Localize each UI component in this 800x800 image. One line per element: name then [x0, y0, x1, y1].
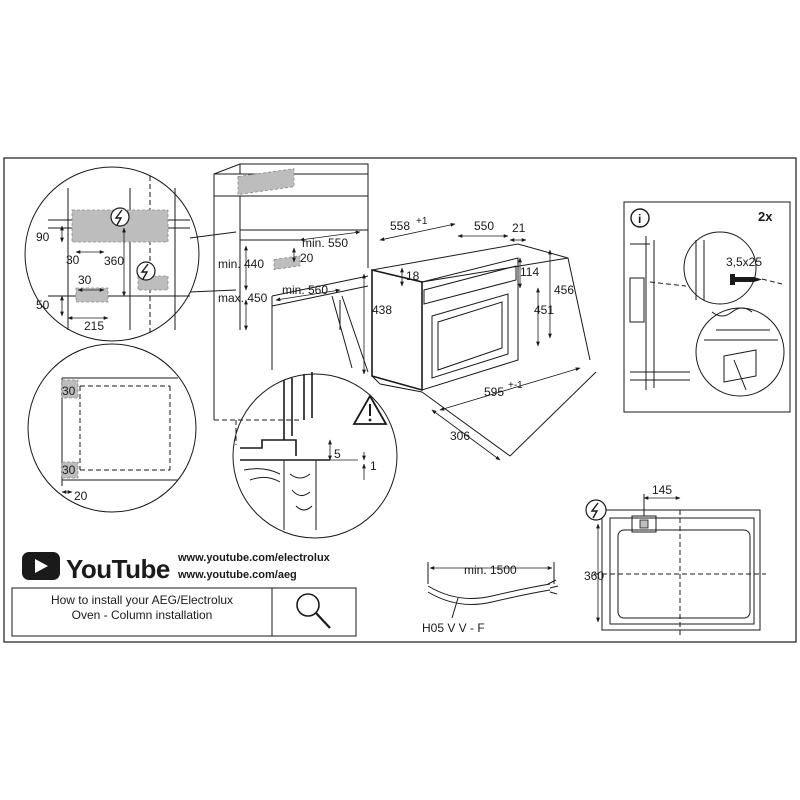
dim-max-450: max. 450: [218, 291, 268, 305]
youtube-wordmark: YouTube: [66, 554, 170, 584]
cabinet-detail: 90 30 360 30 50 215: [24, 166, 200, 342]
dim-558-tolerance: +1: [416, 216, 428, 227]
electric-hazard-icon: [585, 499, 607, 521]
youtube-logo[interactable]: YouTube: [22, 552, 170, 584]
dim-min-550: min. 550: [302, 236, 348, 250]
dim-215: 215: [84, 319, 104, 333]
dim-20-side: 20: [74, 489, 88, 503]
cable-type: H05 V V - F: [422, 621, 485, 635]
dim-595: 595: [484, 385, 504, 399]
info-icon: i: [630, 208, 650, 228]
search-text-line1: How to install your AEG/Electrolux: [51, 593, 233, 607]
search-text-line2: Oven - Column installation: [72, 608, 213, 622]
cable-drawing: min. 1500 H05 V V - F: [422, 562, 559, 635]
youtube-url-electrolux[interactable]: www.youtube.com/electrolux: [177, 552, 331, 564]
dim-30-a: 30: [66, 253, 80, 267]
dim-451: 451: [534, 303, 554, 317]
svg-text:i: i: [638, 212, 641, 226]
youtube-block: YouTube www.youtube.com/electrolux www.y…: [11, 552, 357, 637]
electric-hazard-icon: [110, 207, 130, 227]
dim-114: 114: [520, 265, 539, 279]
dim-21: 21: [512, 221, 526, 235]
warning-triangle-icon: [352, 394, 388, 425]
gap-detail: 5 1: [232, 372, 398, 539]
dim-5: 5: [334, 447, 341, 461]
oven-drawing: [371, 243, 569, 393]
side-detail: 30 30 20: [27, 343, 197, 513]
dim-30-b: 30: [78, 273, 92, 287]
dim-50: 50: [36, 298, 50, 312]
dim-min-440: min. 440: [218, 257, 264, 271]
dim-558: 558: [390, 219, 410, 233]
dim-90: 90: [36, 230, 50, 244]
electric-hazard-icon: [136, 261, 156, 281]
magnifier-icon[interactable]: [296, 593, 331, 629]
dim-min-560: min. 560: [282, 283, 328, 297]
dim-20: 20: [300, 251, 314, 265]
youtube-url-aeg[interactable]: www.youtube.com/aeg: [177, 569, 297, 581]
dim-18: 18: [406, 269, 420, 283]
dim-360-socket: 360: [584, 569, 604, 583]
cable-min-length: min. 1500: [464, 563, 517, 577]
sheet-frame: [3, 157, 797, 643]
column-unit: min. 440 20 min. 550 max. 450 min. 560: [213, 163, 369, 445]
dim-30-top: 30: [62, 384, 76, 398]
dim-145: 145: [652, 483, 672, 497]
dim-306: 306: [450, 429, 470, 443]
dim-360: 360: [104, 254, 124, 268]
screw-panel: i 2x 3,5x25: [623, 201, 791, 413]
dim-438: 438: [372, 303, 392, 317]
screw-count: 2x: [758, 209, 773, 224]
dim-595-tolerance: +-1: [508, 380, 523, 391]
oven-dimensions: 558 +1 550 21 18 114 456 438 451 595 +-1…: [362, 216, 597, 461]
dim-1: 1: [370, 459, 377, 473]
dim-550: 550: [474, 219, 494, 233]
dim-30-bottom: 30: [62, 463, 76, 477]
screw-icon: [730, 274, 762, 285]
screw-size: 3,5x25: [726, 255, 762, 269]
dim-456: 456: [554, 283, 574, 297]
socket-position: 145 360: [584, 483, 766, 636]
